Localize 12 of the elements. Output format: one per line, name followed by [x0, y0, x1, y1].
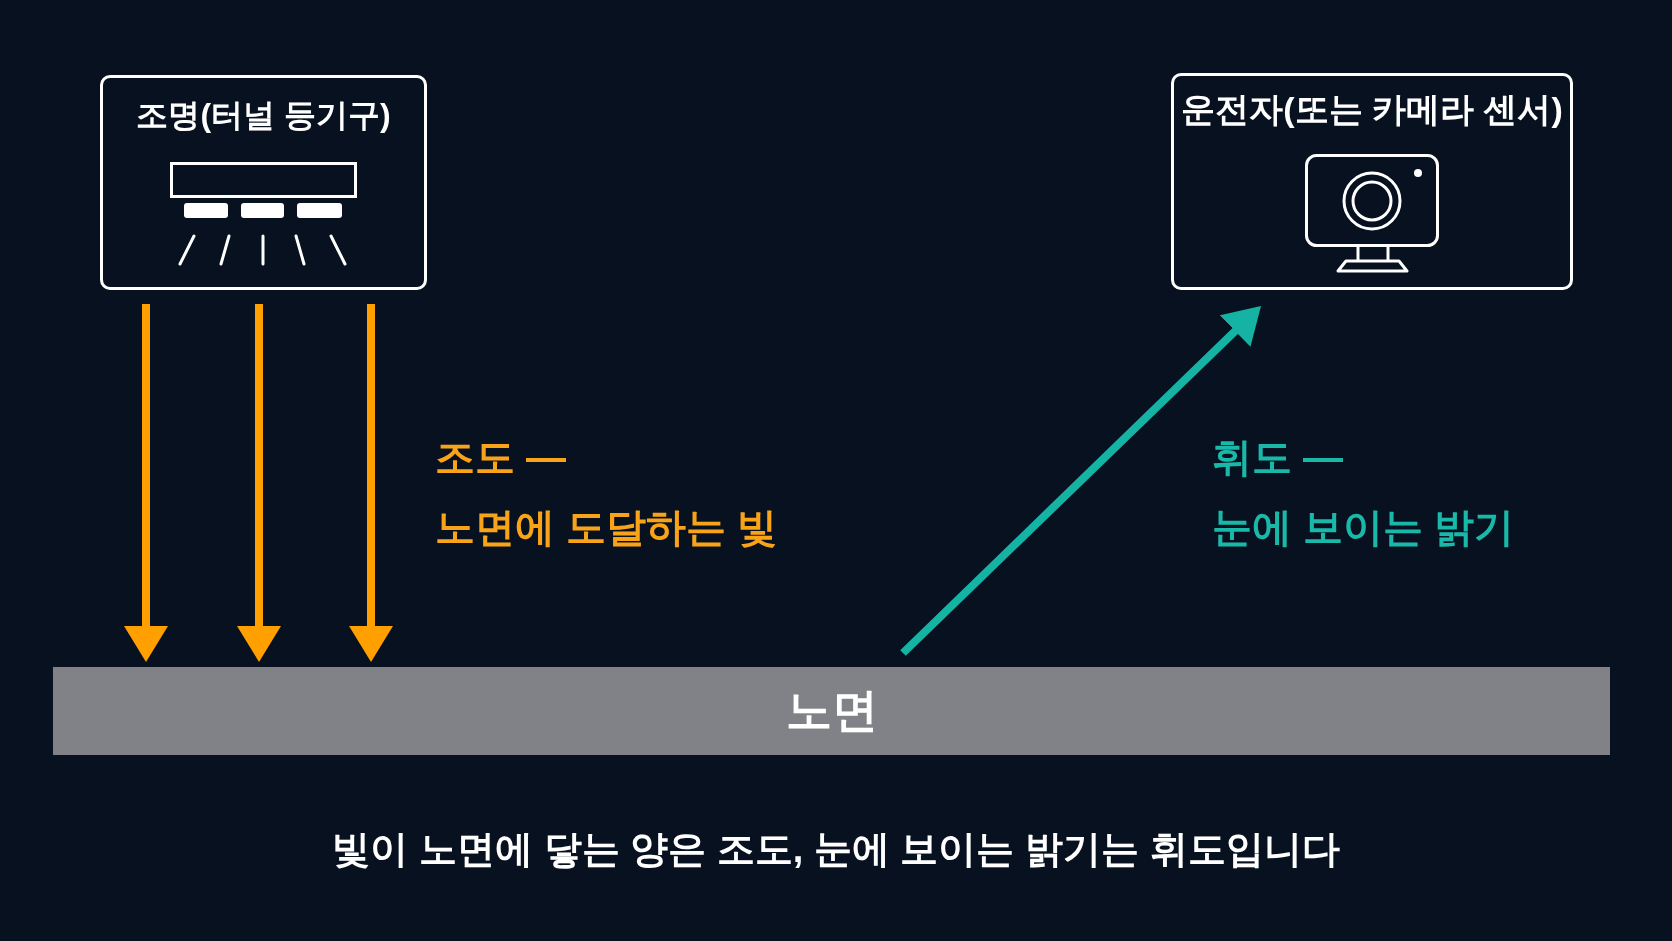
caption-text: 빛이 노면에 닿는 양은 조도, 눈에 보이는 밝기는 휘도입니다: [332, 827, 1340, 872]
annotation-text: 조도 —: [435, 434, 567, 481]
annotation-text: 눈에 보이는 밝기: [1212, 504, 1515, 551]
panel-title: 운전자(또는 카메라 센서): [1181, 89, 1563, 130]
panel-title: 조명(터널 등기구): [136, 96, 391, 135]
road-surface-bar: [53, 667, 1610, 755]
annotation-text: 휘도 —: [1212, 434, 1344, 481]
light-source-panel: [100, 75, 427, 290]
annotation-text: 노면에 도달하는 빛: [435, 504, 778, 551]
observer-panel: [1171, 73, 1573, 290]
road-label: 노면: [785, 683, 878, 739]
arrow: [900, 303, 1264, 656]
